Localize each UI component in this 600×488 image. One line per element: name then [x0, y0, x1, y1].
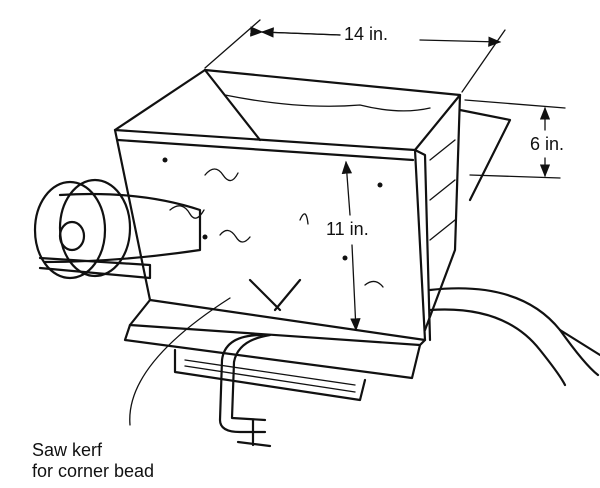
- belt: [43, 192, 600, 387]
- width-dimension-label: 14 in.: [342, 24, 391, 44]
- c-clamp: [218, 333, 272, 448]
- callout-leader: [129, 297, 231, 426]
- height-dimension-label: 11 in.: [324, 219, 371, 239]
- callout-line-2: for corner bead: [30, 461, 157, 481]
- hopper-box: [113, 68, 512, 342]
- depth-dimension-label: 6 in.: [528, 134, 567, 154]
- callout-line-1: Saw kerf: [30, 440, 105, 460]
- dimension-lines: [204, 19, 566, 332]
- grinding-wheel: [33, 178, 152, 280]
- base-board: [123, 298, 427, 402]
